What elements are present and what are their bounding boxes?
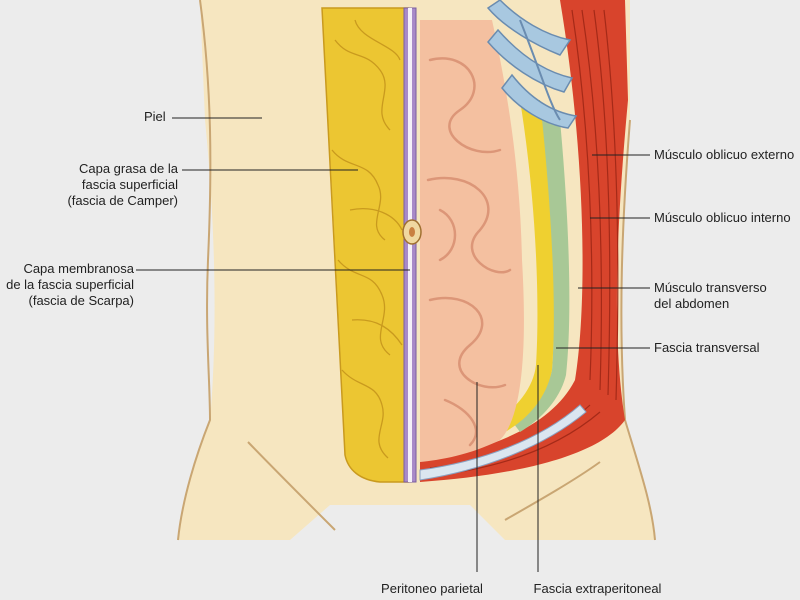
fat-vein-pattern [331,19,403,459]
label-peritoneo-parietal: Peritoneo parietal [381,581,483,596]
label-camper-line3: (fascia de Camper) [67,193,178,208]
label-camper: Capa grasa de la fascia superficial (fas… [28,161,178,209]
label-transverso-line2: del abdomen [654,296,730,311]
intestine-loops [426,57,512,447]
groin-line-left [247,441,336,531]
label-fascia-transversal: Fascia transversal [654,340,760,355]
label-camper-line2: fascia superficial [81,177,178,192]
lower-fascia-band [419,404,587,481]
rib-middle [487,28,574,93]
groin-line-right [504,461,601,521]
muscle-layer [420,0,628,482]
linea-alba [408,8,412,482]
label-scarpa-line1: Capa membranosa [23,261,134,276]
label-scarpa: Capa membranosa de la fascia superficial… [2,261,134,309]
right-body-contour [620,119,656,541]
label-oblicuo-interno: Músculo oblicuo interno [654,210,791,225]
costal-cartilage [519,19,561,121]
label-scarpa-line2: de la fascia superficial [6,277,134,292]
label-transverso-line1: Músculo transverso [654,280,767,295]
label-camper-line1: Capa grasa de la [78,161,178,176]
label-transverso: Músculo transverso del abdomen [654,280,767,312]
muscle-fibers [571,9,619,401]
umbilicus-center [409,227,415,237]
label-oblicuo-externo: Músculo oblicuo externo [654,147,795,162]
label-scarpa-line3: (fascia de Scarpa) [28,293,135,308]
left-body-contour [177,0,212,541]
rib-upper [486,0,572,56]
fascia-transversalis [514,120,570,432]
extraperitoneal-fat [498,100,554,432]
label-piel: Piel [144,109,166,124]
label-fascia-extraperitoneal: Fascia extraperitoneal [533,581,662,596]
